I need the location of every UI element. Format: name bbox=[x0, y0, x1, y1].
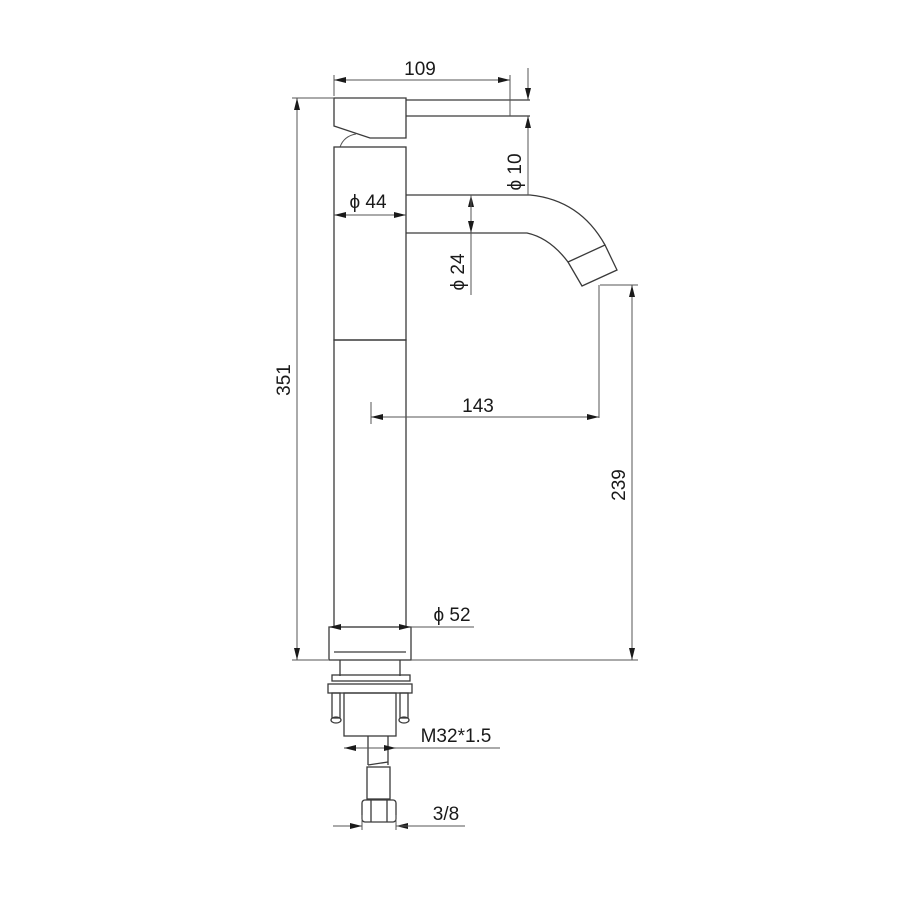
body-upper bbox=[333, 146, 407, 341]
dimension-body-diameter: ϕ 44 bbox=[334, 192, 406, 218]
dimension-spout-reach: 143 bbox=[370, 285, 600, 424]
dim-label-phi24: ϕ 24 bbox=[448, 253, 469, 290]
spout-aerator bbox=[567, 244, 618, 287]
body-base bbox=[328, 626, 412, 661]
dimension-lever-length: 109 bbox=[333, 59, 511, 116]
mounting-hardware bbox=[327, 660, 413, 823]
dim-label-phi44: ϕ 44 bbox=[349, 192, 386, 213]
dim-label-351: 351 bbox=[274, 364, 295, 396]
dim-label-109: 109 bbox=[404, 59, 436, 80]
dimension-hose-connection: 3/8 bbox=[333, 804, 465, 830]
body-lower bbox=[333, 339, 407, 628]
dim-label-m32: M32*1.5 bbox=[421, 726, 492, 747]
dim-label-239: 239 bbox=[609, 469, 630, 501]
dimension-base-diameter: ϕ 52 bbox=[329, 605, 474, 630]
lever-handle bbox=[333, 97, 407, 139]
dim-label-phi10: ϕ 10 bbox=[505, 153, 526, 190]
dim-label-3-8: 3/8 bbox=[433, 804, 459, 825]
dimension-spout-height: 239 bbox=[411, 284, 638, 661]
dimension-overall-height: 351 bbox=[274, 97, 334, 661]
dimension-lever-diameter: ϕ 10 bbox=[505, 68, 531, 195]
dimension-thread: M32*1.5 bbox=[344, 726, 500, 751]
dim-label-phi52: ϕ 52 bbox=[433, 605, 470, 626]
dimension-spout-diameter: ϕ 24 bbox=[448, 195, 474, 295]
spout bbox=[406, 194, 618, 287]
dim-label-143: 143 bbox=[462, 396, 494, 417]
faucet-body bbox=[328, 97, 530, 661]
